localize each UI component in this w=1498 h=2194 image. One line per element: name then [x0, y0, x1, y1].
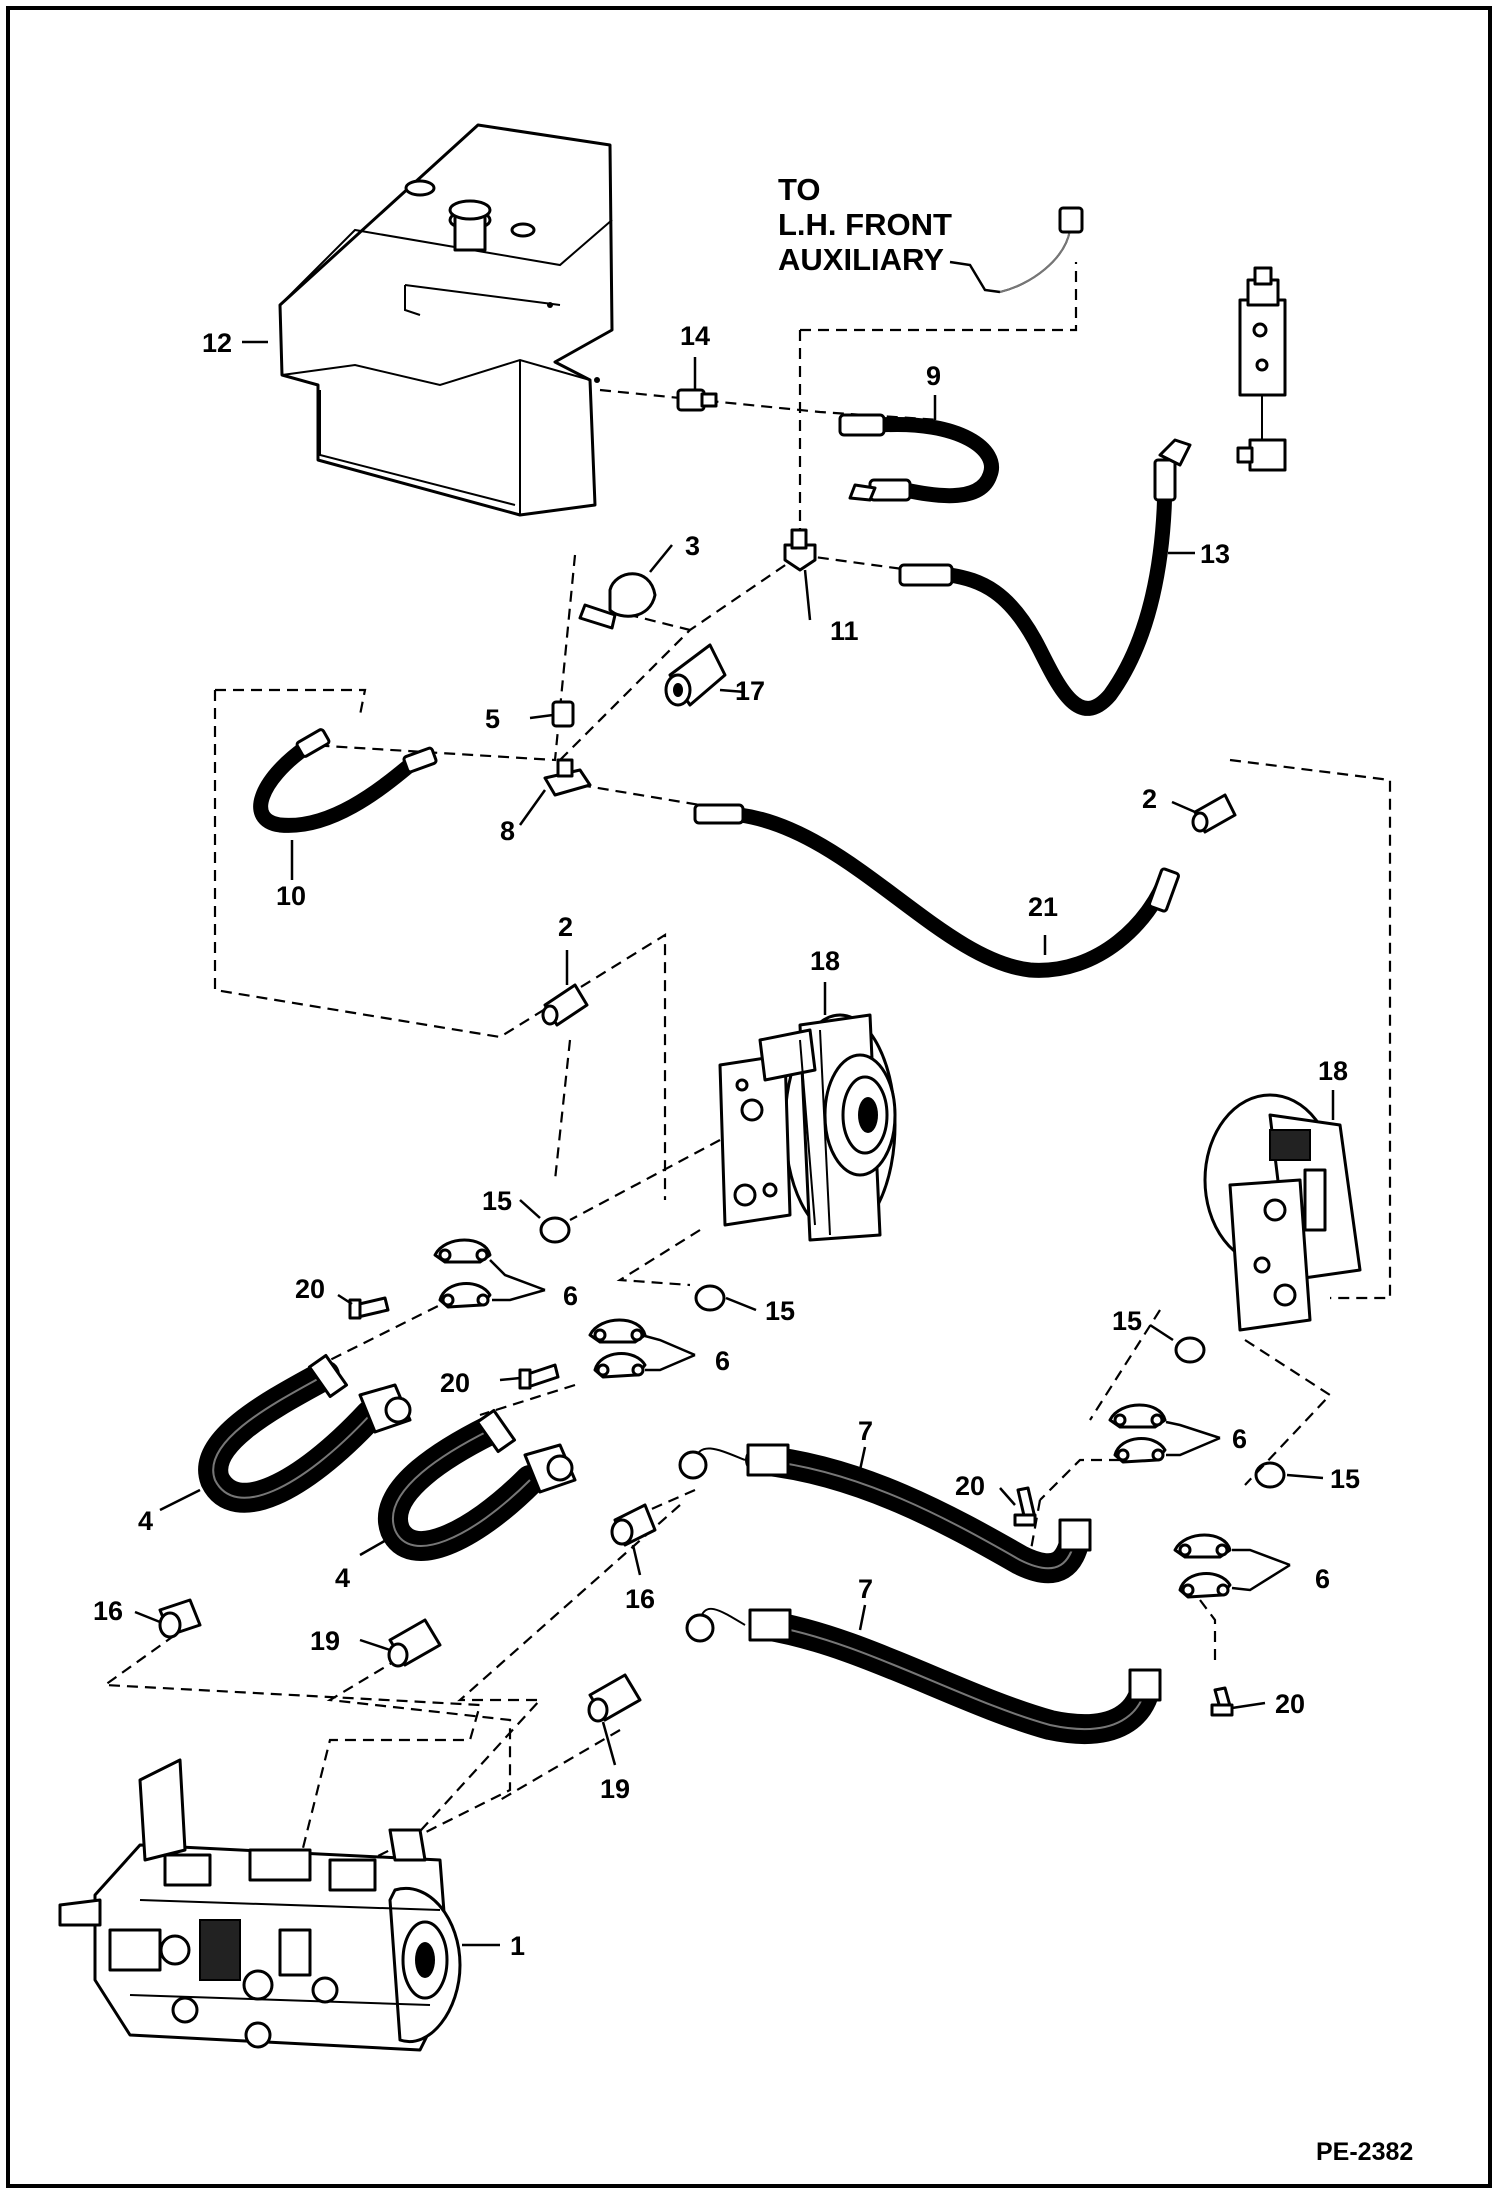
connector-2-lower: [541, 983, 589, 1027]
flange-halves-6-d: [1173, 1533, 1232, 1599]
callout-3: 3: [685, 531, 700, 561]
callout-12: 12: [202, 328, 232, 358]
connector-2-upper: [1191, 793, 1237, 834]
callout-19-b: 19: [600, 1774, 630, 1804]
o-ring-15-d: [1254, 1461, 1286, 1489]
callout-16-b: 16: [625, 1584, 655, 1614]
tee-fitting-8: [543, 758, 592, 797]
hydraulic-reservoir-tank: [278, 123, 614, 517]
fitting-16-b: [610, 1503, 657, 1547]
note-line-2: L.H. FRONT: [778, 207, 952, 242]
callout-7-a: 7: [858, 1416, 873, 1446]
callout-15-c: 15: [1112, 1306, 1142, 1336]
drive-motor-18-right: [1203, 1093, 1362, 1332]
hose-7-a: [678, 1443, 1092, 1584]
callout-4-b: 4: [335, 1563, 350, 1593]
note-line-1: TO: [778, 172, 821, 207]
auxiliary-routing-note: TO L.H. FRONT AUXILIARY: [778, 172, 1084, 294]
fitting-16-a: [158, 1598, 202, 1639]
drive-motor-18-left: [718, 1013, 897, 1242]
hose-4-a: [198, 1354, 412, 1513]
bolt-20-d: [1210, 1686, 1234, 1717]
note-line-3: AUXILIARY: [778, 242, 944, 277]
clamp-3: [578, 572, 657, 630]
bolt-20-c: [1013, 1486, 1037, 1527]
callout-18-right: 18: [1318, 1056, 1348, 1086]
callout-20-b: 20: [440, 1368, 470, 1398]
callout-8: 8: [500, 816, 515, 846]
drawing-code: PE-2382: [1316, 2138, 1413, 2166]
hydrostatic-pump-1: [58, 1758, 462, 2052]
tee-fitting-11: [783, 528, 817, 572]
callout-15-d: 15: [1330, 1464, 1360, 1494]
o-ring-15-c: [1174, 1336, 1206, 1364]
callout-4-a: 4: [138, 1506, 153, 1536]
o-ring-15-a: [539, 1216, 571, 1244]
relief-valve: [1236, 266, 1287, 472]
callout-16-a: 16: [93, 1596, 123, 1626]
callout-7-b: 7: [858, 1574, 873, 1604]
fitting-14: [676, 388, 718, 412]
cap-5: [551, 700, 575, 728]
hose-21: [693, 803, 1180, 978]
coupler-17: [664, 643, 727, 707]
callout-labels: 12 14 9 13 3 11 17 5 8 10 2 21 2 18 18 1…: [93, 321, 1360, 1961]
hose-13: [898, 438, 1192, 716]
flange-halves-6-b: [588, 1318, 647, 1379]
callout-6-b: 6: [715, 1346, 730, 1376]
callout-15-a: 15: [482, 1186, 512, 1216]
callout-15-b: 15: [765, 1296, 795, 1326]
hose-7-b: [685, 1607, 1162, 1744]
callout-19-a: 19: [310, 1626, 340, 1656]
hose-9: [838, 413, 999, 504]
callout-17: 17: [735, 676, 765, 706]
callout-11: 11: [830, 616, 859, 646]
callout-6-c: 6: [1232, 1424, 1247, 1454]
callout-21: 21: [1028, 892, 1058, 922]
hose-4-b: [378, 1409, 577, 1561]
callout-14: 14: [680, 321, 710, 351]
callout-6-d: 6: [1315, 1564, 1330, 1594]
callout-2-upper: 2: [1142, 784, 1157, 814]
callout-6-a: 6: [563, 1281, 578, 1311]
connector-19-a: [387, 1618, 442, 1668]
diagram-border: [6, 6, 1492, 2188]
callout-13: 13: [1200, 539, 1230, 569]
callout-9: 9: [926, 361, 941, 391]
callout-1: 1: [510, 1931, 525, 1961]
callout-20-a: 20: [295, 1274, 325, 1304]
hose-10: [253, 728, 438, 833]
bolt-20-b: [518, 1363, 560, 1390]
leader-lines: [134, 340, 1335, 1947]
bolt-20-a: [348, 1296, 390, 1320]
callout-2-lower: 2: [558, 912, 573, 942]
callout-5: 5: [485, 704, 500, 734]
callout-10: 10: [276, 881, 306, 911]
flange-halves-6-a: [433, 1238, 492, 1309]
o-ring-15-b: [694, 1284, 726, 1312]
flange-halves-6-c: [1108, 1403, 1167, 1464]
callout-20-c: 20: [955, 1471, 985, 1501]
callout-18-left: 18: [810, 946, 840, 976]
callout-20-d: 20: [1275, 1689, 1305, 1719]
connector-19-b: [587, 1673, 642, 1723]
